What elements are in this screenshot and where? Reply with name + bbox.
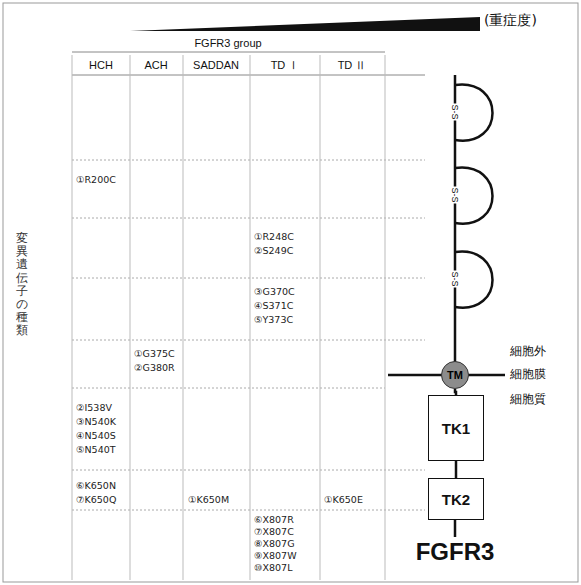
protein-backbone — [388, 75, 505, 537]
row-rules — [72, 160, 425, 510]
mutation-label: ⑨X807W — [254, 550, 297, 561]
kinase-box: TK1 — [428, 395, 484, 461]
region-label: 細胞外 — [510, 344, 546, 358]
mutation-label: ①K650M — [188, 494, 229, 505]
node-text: TK1 — [442, 420, 470, 437]
mutation-label: ②I538V — [76, 402, 112, 413]
transmembrane-circle: TM — [441, 361, 469, 389]
node-text: TK2 — [442, 491, 470, 508]
column-rules — [72, 55, 385, 580]
mutation-label: ④N540S — [76, 430, 116, 441]
mutation-label: ⑩X807L — [254, 562, 292, 573]
mutation-label: ⑦K650Q — [76, 494, 116, 505]
axis-label: 変異遺伝子の種類 — [16, 232, 28, 338]
disulfide-label: S-S — [450, 270, 461, 287]
severity-wedge — [130, 17, 480, 31]
column-header: HCH — [89, 59, 113, 72]
mutation-label: ②S249C — [254, 245, 293, 256]
column-header: TD Ⅱ — [338, 59, 367, 72]
column-header: ACH — [144, 59, 167, 72]
mutation-label: ③G370C — [254, 286, 295, 297]
column-header: TD Ⅰ — [271, 59, 300, 72]
mutation-label: ①G375C — [134, 348, 175, 359]
mutation-label: ⑤Y373C — [254, 314, 293, 325]
header-rule — [72, 75, 425, 76]
kinase-box: TK2 — [428, 478, 484, 520]
mutation-label: ⑧X807G — [254, 538, 295, 549]
backbone-connector — [455, 461, 458, 478]
node-text: TM — [447, 369, 463, 381]
mutation-label: ④S371C — [254, 300, 293, 311]
column-header: SADDAN — [193, 59, 239, 72]
group-header: FGFR3 group — [194, 37, 261, 50]
mutation-label: ⑤N540T — [76, 444, 116, 455]
mutation-label: ⑥X807R — [254, 514, 294, 525]
region-label: 細胞膜 — [510, 367, 546, 381]
disulfide-label: S-S — [450, 186, 461, 203]
disulfide-label: S-S — [450, 103, 461, 120]
mutation-label: ⑥K650N — [76, 480, 116, 491]
mutation-label: ①R200C — [76, 174, 116, 185]
region-label: 細胞質 — [510, 392, 546, 406]
severity-label: (重症度) — [484, 12, 537, 29]
mutation-label: ③N540K — [76, 416, 116, 427]
mutation-label: ②G380R — [134, 362, 175, 373]
protein-name: FGFR3 — [416, 538, 495, 567]
mutation-label: ①R248C — [254, 231, 294, 242]
mutation-label: ⑦X807C — [254, 526, 294, 537]
group-rule — [72, 52, 385, 53]
mutation-label: ①K650E — [324, 494, 363, 505]
outer-border — [3, 3, 578, 582]
